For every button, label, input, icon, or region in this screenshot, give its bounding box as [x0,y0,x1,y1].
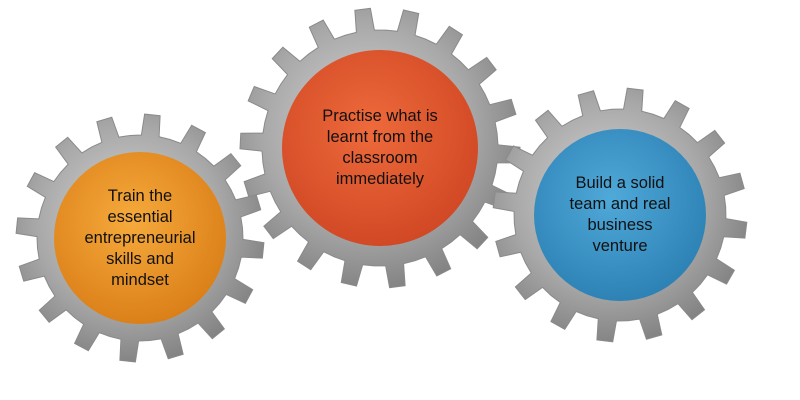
gear-left [15,113,265,363]
gear-right [492,87,748,343]
gear-right-face [534,129,706,301]
gear-center [239,7,521,289]
gear-center-face [282,50,478,246]
gear-left-face [54,152,226,324]
